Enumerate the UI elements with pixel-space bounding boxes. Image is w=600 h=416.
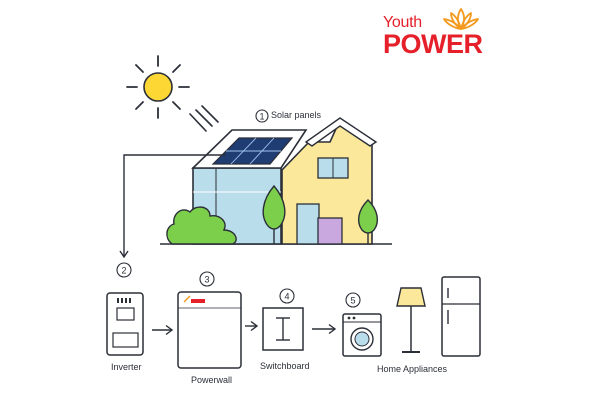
- label-powerwall: Powerwall: [191, 375, 233, 385]
- house-illustration: [160, 117, 392, 245]
- step-5-marker: 5: [345, 292, 361, 308]
- tree-right-icon: [357, 199, 379, 244]
- arrow-switchboard-to-appliances: [312, 323, 337, 335]
- step-4-marker: 4: [279, 288, 295, 304]
- step-3-marker: 3: [199, 271, 215, 287]
- tree-left-icon: [262, 184, 286, 244]
- step-2-marker: 2: [116, 262, 132, 278]
- step-4-number: 4: [284, 292, 289, 302]
- logo-text-power: POWER: [383, 29, 483, 59]
- label-home-appliances: Home Appliances: [377, 364, 448, 374]
- floor-lamp-icon: [396, 287, 426, 353]
- solar-panel-array: [211, 137, 294, 165]
- step-3-number: 3: [204, 275, 209, 285]
- label-switchboard: Switchboard: [260, 361, 310, 371]
- arrow-powerwall-to-switchboard: [245, 320, 259, 332]
- refrigerator-icon: [441, 276, 481, 357]
- label-inverter: Inverter: [111, 362, 142, 372]
- powerwall-logo-mark: [183, 295, 205, 303]
- logo-text-youth: Youth: [383, 14, 422, 31]
- powerwall-icon: [177, 291, 242, 369]
- step-5-number: 5: [350, 296, 355, 306]
- connector-roof-to-inverter: [119, 154, 226, 259]
- youthpower-logo: Youth POWER: [383, 8, 493, 60]
- step-2-number: 2: [121, 266, 126, 276]
- step-1-marker: 1: [255, 109, 269, 123]
- lotus-flower-icon: [443, 8, 479, 30]
- bush-icon: [166, 206, 237, 245]
- arrow-inverter-to-powerwall: [152, 324, 174, 336]
- washing-machine-icon: [342, 313, 382, 357]
- label-solar-panels: Solar panels: [271, 110, 322, 120]
- step-1-number: 1: [259, 112, 264, 122]
- switchboard-icon: [262, 307, 304, 351]
- inverter-icon: [106, 292, 144, 356]
- sun-icon: [126, 55, 219, 132]
